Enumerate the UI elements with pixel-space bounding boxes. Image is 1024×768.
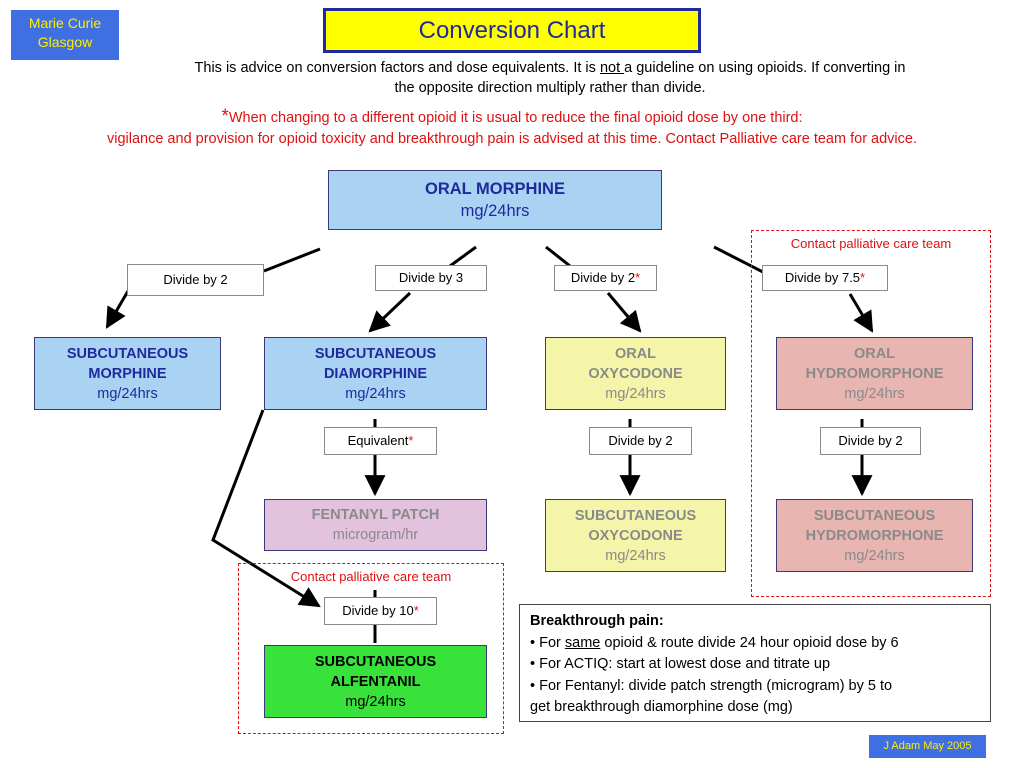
- contact-region-hydromorphone: [751, 230, 991, 597]
- fentanyl-patch-unit: microgram/hr: [332, 527, 419, 543]
- sc-hydromorphone-unit: mg/24hrs: [844, 547, 905, 564]
- box-sc-oxycodone: SUBCUTANEOUS OXYCODONE mg/24hrs: [545, 499, 726, 572]
- label-to-sc-diamorphine: Divide by 3: [375, 265, 487, 291]
- logo-line-2: Glasgow: [37, 34, 93, 50]
- fentanyl-patch-name: FENTANYL PATCH: [311, 507, 440, 523]
- contact-note-hydromorphone: Contact palliative care team: [790, 236, 952, 251]
- logo-line-1: Marie Curie: [28, 15, 102, 31]
- breakthrough-item-1: • For same opioid & route divide 24 hour…: [530, 633, 980, 655]
- sc-morphine-name-2: MORPHINE: [88, 365, 167, 382]
- oral-oxycodone-name-1: ORAL: [614, 345, 657, 362]
- arrow-to-oral-hydromorphone-top: [713, 245, 764, 274]
- label-to-fentanyl-star: *: [408, 433, 414, 448]
- label-to-fentanyl: Equivalent*: [324, 427, 437, 455]
- label-to-oral-oxycodone-star: *: [635, 270, 641, 285]
- arrow-to-sc-morphine-top: [263, 247, 321, 273]
- breakthrough-item-2: • For ACTIQ: start at lowest dose and ti…: [530, 656, 831, 672]
- box-sc-diamorphine: SUBCUTANEOUS DIAMORPHINE mg/24hrs: [264, 337, 487, 410]
- warning-asterisk: *: [221, 106, 229, 127]
- sc-alfentanil-name-1: SUBCUTANEOUS: [314, 653, 437, 670]
- sc-diamorphine-unit: mg/24hrs: [345, 385, 406, 402]
- arrow-to-sc-diamorphine-top: [449, 245, 477, 268]
- label-to-oral-oxycodone-text: Divide by 2: [570, 270, 636, 285]
- label-to-sc-hydromorphone: Divide by 2: [820, 427, 921, 455]
- sc-morphine-unit: mg/24hrs: [97, 385, 158, 402]
- label-to-sc-oxycodone-text: Divide by 2: [608, 433, 673, 448]
- box-sc-morphine: SUBCUTANEOUS MORPHINE mg/24hrs: [34, 337, 221, 410]
- breakthrough-item-1-pre: • For: [530, 634, 565, 651]
- box-sc-hydromorphone: SUBCUTANEOUS HYDROMORPHONE mg/24hrs: [776, 499, 973, 572]
- advice-text: This is advice on conversion factors and…: [100, 58, 1000, 98]
- oral-oxycodone-name-2: OXYCODONE: [588, 365, 683, 382]
- breakthrough-heading: Breakthrough pain:: [530, 613, 664, 629]
- author-credit: J Adam May 2005: [869, 735, 986, 758]
- warning-text: *When changing to a different opioid it …: [20, 106, 1004, 150]
- label-to-oral-hydromorphone-star: *: [860, 270, 866, 285]
- label-to-oral-oxycodone: Divide by 2*: [554, 265, 657, 291]
- label-to-sc-diamorphine-text: Divide by 3: [398, 270, 464, 285]
- oral-morphine-unit: mg/24hrs: [460, 202, 530, 220]
- sc-oxycodone-name-1: SUBCUTANEOUS: [574, 507, 697, 524]
- breakthrough-item-3: • For Fentanyl: divide patch strength (m…: [530, 677, 893, 694]
- label-to-alfentanil-text: Divide by 10: [342, 603, 414, 618]
- page-title: Conversion Chart: [323, 8, 701, 53]
- sc-oxycodone-unit: mg/24hrs: [605, 547, 666, 564]
- label-to-alfentanil: Divide by 10*: [324, 597, 437, 625]
- arrow-to-sc-morphine: [105, 290, 130, 329]
- sc-oxycodone-name-2: OXYCODONE: [588, 527, 683, 544]
- breakthrough-pain-box: Breakthrough pain: • For same opioid & r…: [519, 604, 991, 722]
- label-to-sc-morphine-text: Divide by 2: [163, 272, 228, 287]
- box-fentanyl-patch: FENTANYL PATCH microgram/hr: [264, 499, 487, 551]
- oral-hydromorphone-name-1: ORAL: [853, 345, 896, 362]
- label-to-sc-oxycodone: Divide by 2: [589, 427, 692, 455]
- sc-morphine-name-1: SUBCUTANEOUS: [66, 345, 189, 362]
- arrow-to-alfentanil: [211, 409, 321, 608]
- advice-part-1: This is advice on conversion factors and…: [194, 60, 600, 76]
- box-oral-hydromorphone: ORAL HYDROMORPHONE mg/24hrs: [776, 337, 973, 410]
- arrow-to-oral-oxycodone-top: [545, 245, 571, 268]
- breakthrough-item-3b: get breakthrough diamorphine dose (mg): [530, 699, 793, 715]
- advice-line-2: the opposite direction multiply rather t…: [394, 80, 706, 96]
- advice-part-2: a guideline on using opioids. If convert…: [624, 60, 906, 76]
- sc-hydromorphone-name-2: HYDROMORPHONE: [805, 527, 944, 544]
- contact-note-alfentanil: Contact palliative care team: [290, 569, 452, 584]
- arrow-to-oral-hydromorphone: [848, 293, 874, 333]
- warning-line-2: vigilance and provision for opioid toxic…: [106, 131, 917, 147]
- oral-oxycodone-unit: mg/24hrs: [605, 385, 666, 402]
- contact-region-alfentanil: [238, 563, 504, 734]
- marie-curie-logo: Marie Curie Glasgow: [11, 10, 119, 60]
- breakthrough-item-1-same: same: [564, 634, 601, 651]
- advice-not-underlined: not: [599, 60, 625, 76]
- label-to-fentanyl-text: Equivalent: [347, 433, 409, 448]
- sc-diamorphine-name-1: SUBCUTANEOUS: [314, 345, 437, 362]
- label-to-oral-hydromorphone-text: Divide by 7.5: [784, 270, 861, 285]
- oral-hydromorphone-unit: mg/24hrs: [844, 385, 905, 402]
- sc-diamorphine-name-2: DIAMORPHINE: [323, 365, 428, 382]
- box-oral-morphine: ORAL MORPHINE mg/24hrs: [328, 170, 662, 230]
- arrow-to-oral-oxycodone: [606, 292, 642, 333]
- box-oral-oxycodone: ORAL OXYCODONE mg/24hrs: [545, 337, 726, 410]
- label-to-sc-hydromorphone-text: Divide by 2: [838, 433, 903, 448]
- warning-line-1: When changing to a different opioid it i…: [228, 110, 803, 126]
- oral-morphine-name: ORAL MORPHINE: [425, 180, 565, 198]
- label-to-sc-morphine: Divide by 2: [127, 264, 264, 296]
- breakthrough-item-1-post: opioid & route divide 24 hour opioid dos…: [600, 634, 899, 651]
- label-to-alfentanil-star: *: [413, 603, 419, 618]
- arrow-to-sc-diamorphine: [368, 291, 412, 333]
- sc-alfentanil-unit: mg/24hrs: [345, 693, 406, 710]
- box-sc-alfentanil: SUBCUTANEOUS ALFENTANIL mg/24hrs: [264, 645, 487, 718]
- oral-hydromorphone-name-2: HYDROMORPHONE: [805, 365, 944, 382]
- label-to-oral-hydromorphone: Divide by 7.5*: [762, 265, 888, 291]
- sc-alfentanil-name-2: ALFENTANIL: [330, 673, 421, 690]
- sc-hydromorphone-name-1: SUBCUTANEOUS: [813, 507, 936, 524]
